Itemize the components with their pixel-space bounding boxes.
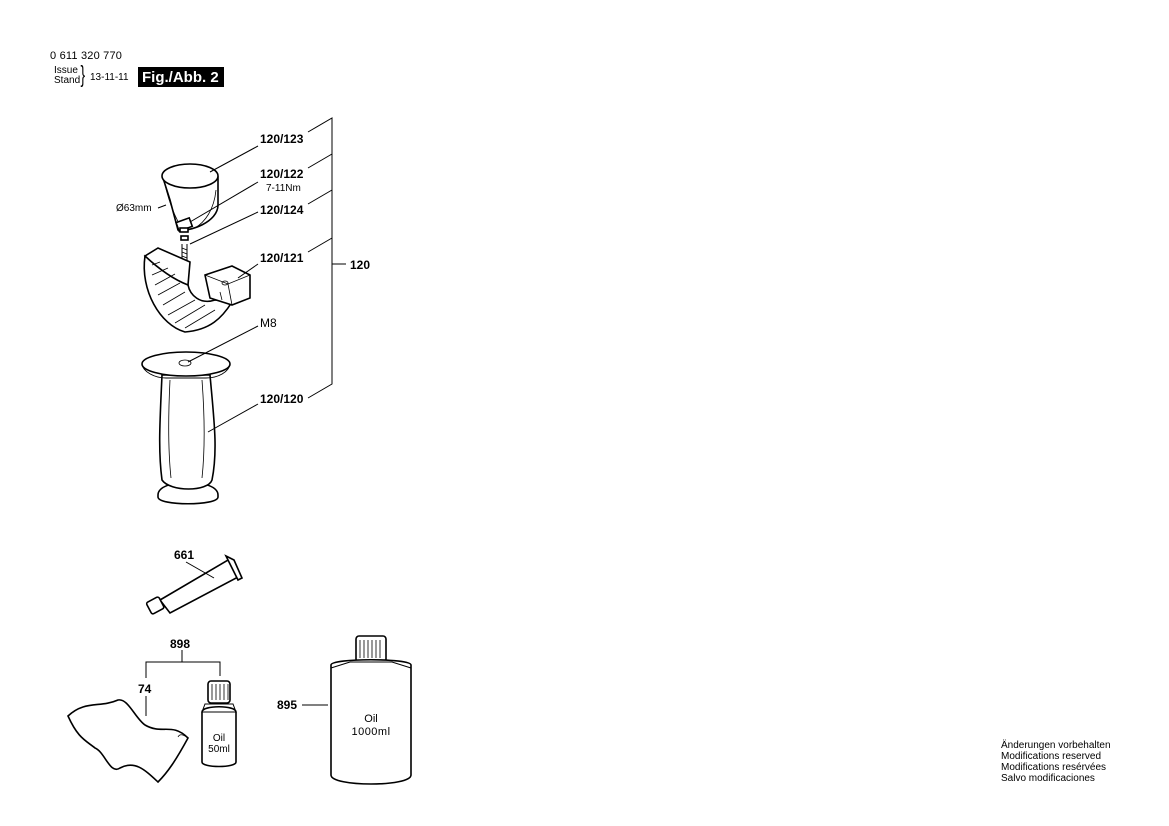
notice-line-es: Salvo modificaciones — [1001, 773, 1095, 784]
small-oil-bottle — [201, 680, 237, 768]
notice-line-fr: Modifications resérvées — [1001, 762, 1107, 773]
part-number: 0 611 320 770 — [50, 50, 123, 62]
clamp-bolt — [175, 216, 194, 268]
grease-tube — [145, 554, 244, 615]
notice-line-de: Änderungen vorbehalten — [1001, 740, 1111, 751]
label-120-121: 120/121 — [260, 251, 304, 265]
label-120-122: 120/122 — [260, 167, 304, 181]
label-torque: 7-11Nm — [266, 183, 301, 194]
label-120-120: 120/120 — [260, 392, 304, 406]
issue-date: 13-11-11 — [90, 72, 129, 83]
label-120: 120 — [350, 258, 370, 272]
label-120-124: 120/124 — [260, 203, 304, 217]
label-898: 898 — [170, 637, 190, 651]
figure-label: Fig./Abb. 2 — [138, 67, 224, 87]
label-661: 661 — [174, 548, 194, 562]
cleaning-cloth — [67, 699, 189, 784]
small-bottle-text-2: 50ml — [208, 744, 230, 755]
stand-label: Stand — [54, 75, 81, 86]
label-120-123: 120/123 — [260, 132, 304, 146]
modifications-notice: Änderungen vorbehalten Modifications res… — [1001, 740, 1111, 784]
label-diameter: Ø63mm — [116, 203, 152, 214]
large-bottle-text-2: 1000ml — [351, 726, 390, 738]
large-bottle-text-1: Oil — [364, 713, 377, 725]
label-74: 74 — [138, 682, 152, 696]
issue-label: Issue — [54, 65, 78, 76]
side-handle — [141, 351, 231, 505]
small-bottle-text-1: Oil — [213, 733, 225, 744]
issue-stand-labels: Issue Stand — [54, 66, 80, 86]
label-m8: M8 — [260, 316, 277, 330]
large-oil-bottle — [330, 635, 412, 785]
support-bracket — [143, 247, 251, 333]
notice-line-en: Modifications reserved — [1001, 751, 1102, 762]
label-895: 895 — [277, 698, 297, 712]
brace-glyph: } — [80, 61, 86, 87]
leader-lines — [145, 117, 346, 716]
